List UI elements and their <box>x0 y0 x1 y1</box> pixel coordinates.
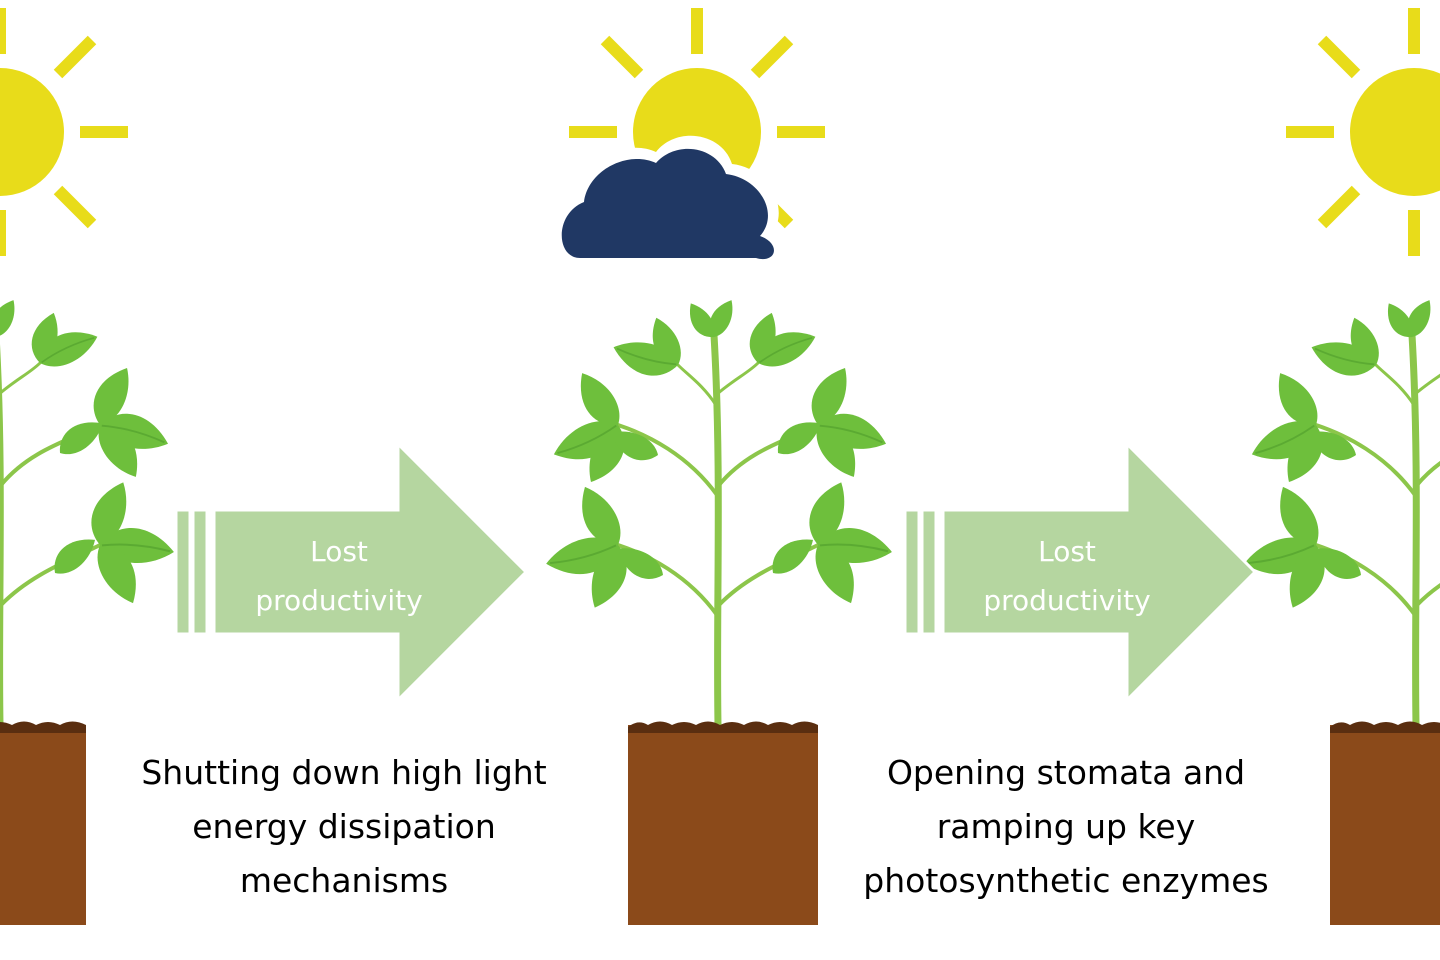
caption-line: energy dissipation <box>192 807 496 846</box>
caption-line: ramping up key <box>936 807 1196 846</box>
caption-line: photosynthetic enzymes <box>863 861 1269 900</box>
arrow-label-line2: productivity <box>983 584 1150 617</box>
lost-productivity-arrow-2: Lost productivity <box>903 442 1257 702</box>
caption-line: mechanisms <box>239 861 449 900</box>
sun-behind-cloud-icon <box>552 8 825 264</box>
arrow-label-line2: productivity <box>255 584 422 617</box>
caption-shutting-down: Shutting down high light energy dissipat… <box>84 746 604 908</box>
caption-opening-stomata: Opening stomata and ramping up key photo… <box>806 746 1326 908</box>
caption-line: Shutting down high light <box>141 753 547 792</box>
caption-line: Opening stomata and <box>886 753 1246 792</box>
sun-icon-left <box>0 8 128 256</box>
arrow-label-line1: Lost <box>310 535 368 568</box>
arrow-label-line1: Lost <box>1038 535 1096 568</box>
sun-icon-right <box>1286 8 1440 256</box>
lost-productivity-arrow-1: Lost productivity <box>174 442 528 702</box>
